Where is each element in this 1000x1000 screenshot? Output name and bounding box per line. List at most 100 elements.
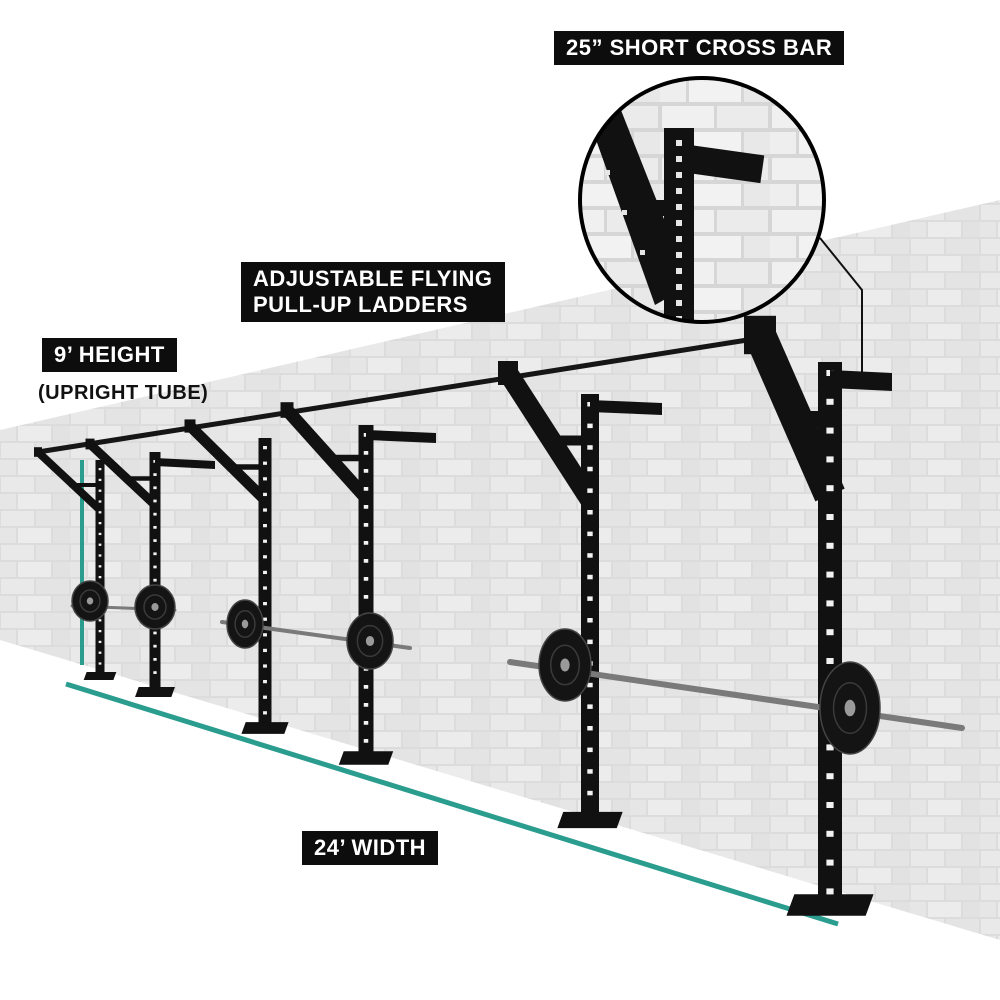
upright-hole — [98, 565, 102, 568]
flying-ladders-line-1: ADJUSTABLE FLYING — [253, 266, 493, 291]
ladder-mount — [498, 361, 518, 385]
upright-hole — [363, 451, 369, 455]
base-plate — [135, 687, 175, 697]
ladder-mount — [280, 402, 294, 418]
upright-hole — [153, 473, 157, 476]
upright-hole — [826, 514, 834, 520]
upright-hole — [587, 488, 593, 493]
zoom-ladder-hole — [640, 250, 645, 255]
ladder-mount — [744, 315, 776, 355]
upright-hole — [153, 644, 157, 648]
upright-hole — [263, 648, 267, 653]
zoom-upright-hole — [676, 300, 682, 306]
upright-hole — [263, 711, 267, 715]
base-plate — [338, 751, 394, 765]
upright-hole — [153, 552, 157, 556]
upright-tube — [258, 438, 272, 728]
upright-hole — [587, 574, 593, 580]
upright-hole — [826, 398, 834, 405]
upright-hole — [153, 526, 157, 529]
base-plate — [786, 894, 874, 916]
rig-structure — [34, 315, 965, 916]
zoom-ladder-hole — [622, 210, 627, 215]
upright-hole — [826, 427, 834, 434]
zoom-upright-hole — [676, 204, 682, 210]
upright-hole — [153, 578, 157, 582]
width-indicator-line — [65, 681, 839, 927]
upright-hole — [363, 685, 369, 689]
upright-hole — [263, 586, 267, 590]
upright-hole — [153, 631, 157, 635]
upright-hole — [263, 477, 267, 481]
upright-hole — [587, 704, 593, 709]
zoom-upright-hole — [676, 172, 682, 178]
upright-tube — [581, 394, 599, 820]
zoom-callout — [578, 76, 826, 324]
base-plate — [83, 671, 117, 681]
upright-hole — [587, 790, 593, 796]
weight-plate-ring — [356, 624, 384, 658]
upright-hole — [587, 769, 593, 774]
upright-hole — [153, 512, 157, 516]
short-cross-bar-label: 25” SHORT CROSS BAR — [554, 31, 845, 65]
upright-hole — [153, 499, 157, 503]
upright-hole — [587, 639, 593, 645]
upright-hole — [826, 485, 834, 492]
upright-hole — [98, 543, 102, 546]
upright-hole — [587, 466, 593, 472]
zoom-upright-hole — [676, 284, 682, 290]
upright-hole — [153, 565, 157, 569]
weight-plate-ring — [79, 589, 101, 613]
upright-hole — [263, 508, 267, 512]
weight-plate-ring — [234, 610, 256, 638]
upright-hole — [263, 602, 267, 606]
upright-hole — [363, 559, 369, 563]
upright-hole — [363, 721, 369, 725]
short-cross-bar-text: 25” SHORT CROSS BAR — [566, 35, 833, 60]
upright-hole — [98, 619, 102, 622]
upright-hole — [826, 830, 834, 837]
height-label: 9’ HEIGHT — [42, 338, 177, 372]
upright-hole — [587, 596, 593, 601]
flying-ladder-arm — [86, 440, 159, 509]
weight-plate-hub — [86, 597, 94, 605]
height-text: 9’ HEIGHT — [54, 342, 165, 367]
upright-hole — [826, 744, 834, 751]
upright-hole — [98, 662, 102, 665]
upright-hole — [826, 600, 834, 607]
upright-hole — [263, 524, 267, 528]
callout-leader-line — [819, 237, 863, 372]
upright-hole — [263, 539, 267, 543]
short-cross-bar — [155, 458, 215, 469]
zoom-brace — [628, 200, 668, 216]
upright-hole — [153, 486, 157, 490]
flying-ladder-arm — [186, 422, 269, 504]
upright-hole — [363, 487, 369, 491]
upright-tube — [95, 460, 105, 676]
zoom-upright-hole — [676, 220, 682, 226]
upright-hole — [98, 468, 102, 471]
upright-hole — [363, 577, 369, 581]
upright-hole — [98, 554, 102, 557]
upright-hole — [587, 726, 593, 731]
upright-tube — [149, 452, 161, 692]
upright-hole — [587, 445, 593, 450]
upright-hole — [587, 531, 593, 537]
upright-hole — [363, 469, 369, 473]
upright-hole — [826, 802, 834, 808]
base-plate — [241, 722, 289, 734]
upright-hole — [826, 542, 834, 549]
weight-plate-hub — [151, 603, 159, 611]
upright-hole — [587, 423, 593, 429]
width-text: 24’ WIDTH — [314, 835, 427, 860]
ladder-mount — [34, 447, 42, 457]
zoom-upright-hole — [676, 156, 682, 162]
upright-hole — [826, 888, 834, 895]
upright-hole — [826, 456, 834, 463]
upright-hole — [98, 630, 102, 633]
upright-hole — [587, 682, 593, 688]
ladder-mount — [184, 419, 196, 433]
upright-hole — [98, 640, 102, 644]
zoom-upright-hole — [676, 236, 682, 242]
